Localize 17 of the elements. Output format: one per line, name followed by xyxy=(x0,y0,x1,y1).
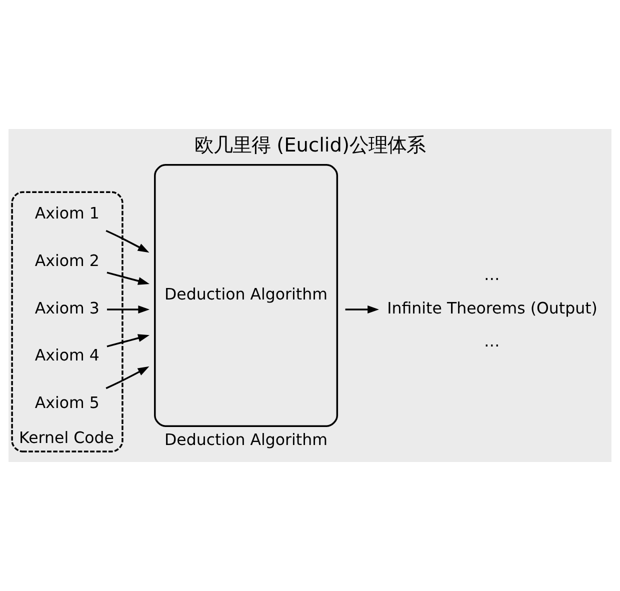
node-text: Axiom 1 xyxy=(34,204,100,223)
arrow xyxy=(345,306,379,314)
node-text: Axiom 3 xyxy=(34,298,100,318)
node-label: … xyxy=(484,265,500,284)
node-text: Axiom 2 xyxy=(34,251,100,270)
diagram-title: 欧几里得 (Euclid)公理体系 xyxy=(194,133,426,156)
node-label: … xyxy=(484,332,500,351)
node-text: Infinite Theorems (Output) xyxy=(387,298,598,318)
node-text: Axiom 5 xyxy=(34,393,100,412)
arrow xyxy=(106,230,150,253)
arrow xyxy=(106,306,150,314)
arrow xyxy=(106,272,150,285)
node-text: Axiom 4 xyxy=(34,346,100,365)
arrow xyxy=(106,366,150,390)
arrow xyxy=(106,334,150,348)
node-label: Deduction Algorithm xyxy=(164,430,328,449)
node-box: Deduction Algorithm xyxy=(154,164,338,427)
